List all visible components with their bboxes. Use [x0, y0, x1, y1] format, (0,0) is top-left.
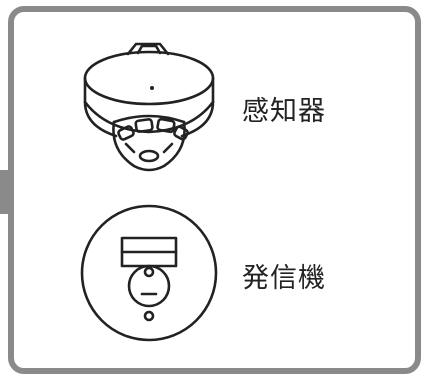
- device-legend-panel: 感知器 発信機: [8, 6, 421, 374]
- transmitter-label: 発信機: [242, 263, 326, 294]
- alarm-transmitter-icon: [80, 204, 218, 342]
- smoke-detector-icon: [83, 42, 215, 172]
- detector-label: 感知器: [242, 96, 326, 127]
